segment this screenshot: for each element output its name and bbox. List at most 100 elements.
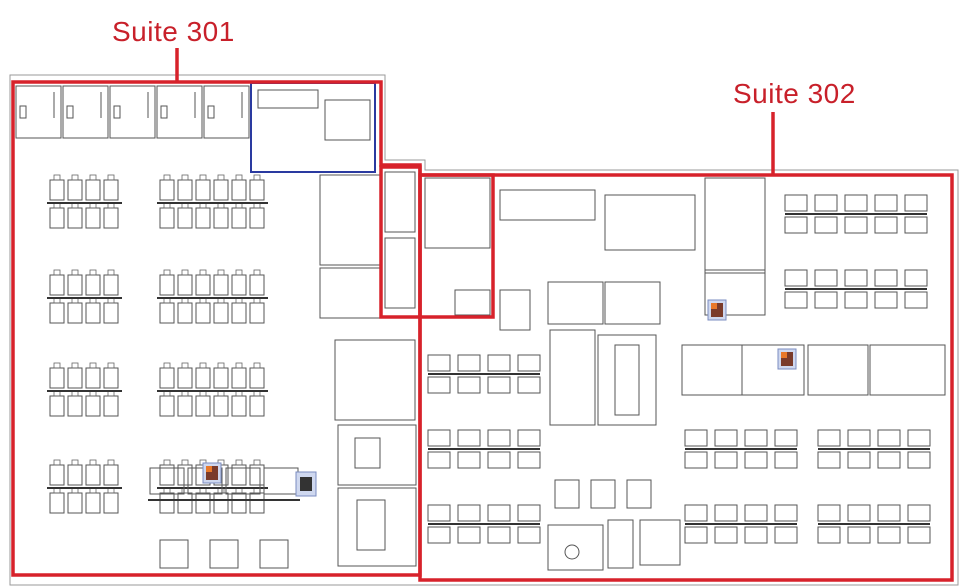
desk (85, 179, 101, 201)
desk (744, 504, 768, 522)
office-room (681, 344, 743, 396)
suite-301-outline[interactable] (11, 80, 422, 577)
workstation (499, 289, 531, 331)
desk (103, 302, 119, 324)
desk (684, 504, 708, 522)
desk (904, 269, 928, 287)
desk (159, 274, 175, 296)
desk-chair (107, 269, 115, 276)
desk (847, 429, 871, 447)
desk-chair (199, 362, 207, 369)
desk-chair (235, 174, 243, 181)
desk-chair (199, 269, 207, 276)
desk (774, 504, 798, 522)
desk (67, 492, 83, 514)
desk (103, 367, 119, 389)
desk (487, 451, 511, 469)
desk (249, 207, 265, 229)
desk (904, 291, 928, 309)
desk (231, 492, 247, 514)
desk-chair (107, 174, 115, 181)
desk (159, 207, 175, 229)
desk (817, 526, 841, 544)
desk (49, 207, 65, 229)
office-chair (160, 105, 168, 119)
desk (85, 395, 101, 417)
desk (904, 194, 928, 212)
desk (85, 207, 101, 229)
desk (714, 451, 738, 469)
round-table (564, 544, 580, 560)
desk (427, 451, 451, 469)
desk (517, 504, 541, 522)
desk-chair (163, 174, 171, 181)
desk (177, 395, 193, 417)
desk-chair (107, 362, 115, 369)
storage-room (324, 99, 371, 141)
desk (427, 376, 451, 394)
desk (487, 354, 511, 372)
desk (249, 492, 265, 514)
desk-chair (89, 362, 97, 369)
desk (231, 179, 247, 201)
desk (213, 492, 229, 514)
desk-chair (181, 269, 189, 276)
suite-301-label: Suite 301 (112, 16, 235, 47)
desk-chair (181, 174, 189, 181)
highlighted-room (250, 82, 376, 173)
desk-chair (253, 174, 261, 181)
desk (784, 216, 808, 234)
desk (874, 216, 898, 234)
desk (714, 429, 738, 447)
desk (49, 464, 65, 486)
desk-chair (107, 459, 115, 466)
conference-room (597, 334, 657, 426)
desk (784, 291, 808, 309)
table (626, 479, 652, 509)
desk (487, 429, 511, 447)
desk (844, 194, 868, 212)
office-room (869, 344, 946, 396)
office-room (203, 85, 250, 139)
desk (249, 395, 265, 417)
desk (427, 354, 451, 372)
desk-chair (89, 459, 97, 466)
conference-table (354, 437, 381, 469)
desk (907, 451, 931, 469)
desk-cluster (817, 429, 931, 469)
desk (177, 274, 193, 296)
desk-chair (89, 269, 97, 276)
photo-marker-icon (777, 348, 797, 370)
office-room (547, 281, 604, 325)
desk (249, 274, 265, 296)
desk-cluster (684, 429, 798, 469)
desk (177, 302, 193, 324)
desk-chair (163, 269, 171, 276)
table (209, 539, 239, 569)
desk (213, 302, 229, 324)
desk (103, 179, 119, 201)
desk (517, 354, 541, 372)
desk-cluster (47, 269, 122, 324)
desk-chair (163, 459, 171, 466)
desk (517, 376, 541, 394)
desk-cluster (157, 362, 268, 417)
desk (817, 504, 841, 522)
meeting-room (604, 194, 696, 251)
desk-chair (199, 174, 207, 181)
desk (517, 429, 541, 447)
desk (847, 451, 871, 469)
office-chair (207, 105, 215, 119)
desk (817, 429, 841, 447)
conference-table (356, 499, 386, 551)
desk-chair (53, 459, 61, 466)
desk (67, 464, 83, 486)
desk (487, 526, 511, 544)
desk (874, 194, 898, 212)
desk (213, 179, 229, 201)
desk-cluster (47, 459, 122, 514)
desk (249, 302, 265, 324)
desk (195, 367, 211, 389)
desk (177, 367, 193, 389)
workstation (149, 467, 185, 495)
